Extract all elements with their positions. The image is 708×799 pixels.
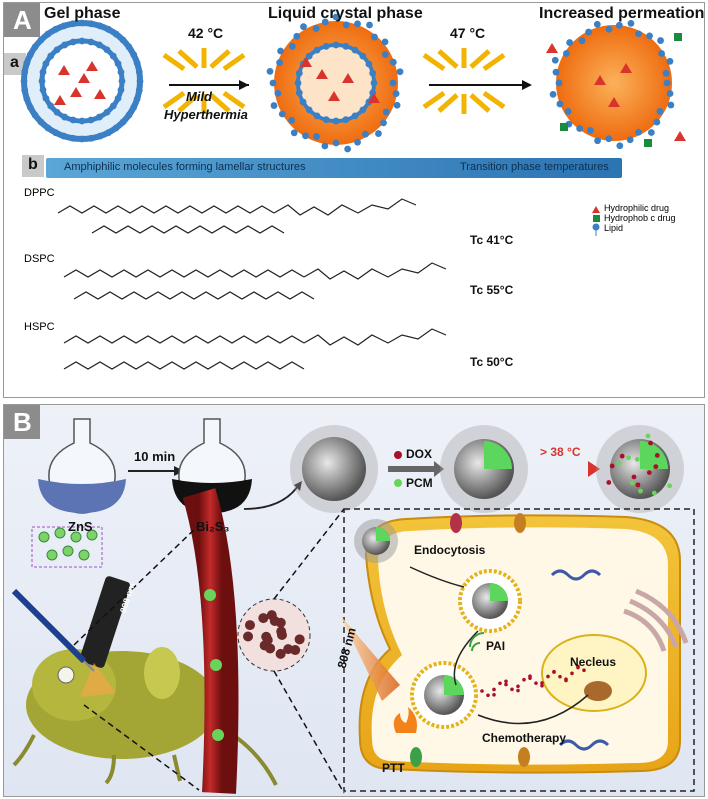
tc-dppc: Tc 41°C xyxy=(470,233,514,247)
banner xyxy=(46,158,622,178)
heating-arrow-1 xyxy=(162,48,249,114)
sub-a-letter: a xyxy=(10,54,19,71)
syringe xyxy=(11,588,95,672)
lipid-structures xyxy=(57,198,447,370)
banner-right: Transition phase temperatures xyxy=(460,161,609,173)
ptt-label: PTT xyxy=(382,761,405,775)
laser-beam xyxy=(340,615,400,701)
temp-47: 47 °C xyxy=(450,25,486,41)
nucleus xyxy=(541,634,647,712)
title-liquid-crystal: Liquid crystal phase xyxy=(268,5,423,22)
nucleus-label: Necleus xyxy=(570,655,617,669)
tc-hspc: Tc 50°C xyxy=(470,355,514,369)
laser xyxy=(79,576,131,697)
endocytosis-label: Endocytosis xyxy=(414,543,486,557)
nanoparticle-release xyxy=(596,425,684,513)
panel-a: A a b Gel phase Liquid crystal phase Inc… xyxy=(3,2,705,398)
lipid-name-dppc: DPPC xyxy=(24,187,55,199)
blood-vessel xyxy=(182,488,239,794)
flask1-label: ZnS xyxy=(68,519,93,534)
legend-hydrophilic: Hydrophilic drug xyxy=(604,203,670,213)
panel-a-letter-box xyxy=(4,3,40,37)
curve-arrow xyxy=(243,482,301,510)
panel-b-letter-box xyxy=(4,405,40,439)
tc-dspc: Tc 55°C xyxy=(470,283,514,297)
panel-b: B 10 min ZnS Bi₂S₃ DOX PCM > 38 °C 808 n… xyxy=(3,404,705,797)
chemo-arrow xyxy=(477,694,589,725)
lipid-name-hspc: HSPC xyxy=(24,321,55,333)
liquid-crystal-liposome xyxy=(266,13,404,153)
panel-a-graphics xyxy=(4,3,686,370)
dox-dot xyxy=(394,451,402,459)
hyperthermia-label: Hyperthermia xyxy=(164,107,248,122)
legend-icons xyxy=(592,206,600,236)
nanoparticle-green xyxy=(440,425,528,513)
tumor-cluster xyxy=(237,598,311,672)
flask2-label: Bi₂S₃ xyxy=(196,519,230,534)
nanoparticle-grey xyxy=(290,425,378,513)
panel-b-letter: B xyxy=(13,407,32,437)
time-label: 10 min xyxy=(134,449,176,464)
permeated-liposome xyxy=(546,19,686,150)
zoom-lines xyxy=(273,508,345,794)
heating-arrow-2 xyxy=(422,48,532,114)
endocytosis-arrow xyxy=(409,566,465,588)
flask-zns xyxy=(38,418,126,514)
flame-icon xyxy=(393,707,417,733)
endocytosed-particle xyxy=(354,519,398,563)
sub-a-box xyxy=(4,53,26,75)
cell-zoom-box xyxy=(343,508,695,792)
panel-a-letter: A xyxy=(13,5,32,35)
legend-lipid: Lipid xyxy=(604,223,624,233)
panel-b-graphics xyxy=(4,405,695,794)
temp-label: > 38 °C xyxy=(540,445,581,459)
legend-hydrophobic: Hydrophob c drug xyxy=(604,213,676,223)
banner-left: Amphiphilic molecules forming lamellar s… xyxy=(64,161,306,173)
drug-trail xyxy=(480,664,586,698)
chemotherapy-label: Chemotherapy xyxy=(482,731,567,745)
pcm-label: PCM xyxy=(406,476,433,490)
title-increased-permeation: Increased permeation xyxy=(539,5,705,22)
temp-42: 42 °C xyxy=(188,25,224,41)
gel-phase-liposome xyxy=(20,19,144,143)
pai-label: PAI xyxy=(486,639,506,653)
vesicle-particle xyxy=(458,569,522,633)
pcm-dot xyxy=(394,479,402,487)
released-particle xyxy=(410,661,478,729)
mild-label: Mild xyxy=(186,89,212,104)
nanoparticle-inset xyxy=(31,526,103,568)
sub-b-box xyxy=(22,155,44,177)
dox-label: DOX xyxy=(406,447,433,461)
sub-b-letter: b xyxy=(28,156,38,173)
pai-signal xyxy=(469,632,485,652)
title-gel-phase: Gel phase xyxy=(44,5,121,22)
lipid-name-dspc: DSPC xyxy=(24,253,55,265)
